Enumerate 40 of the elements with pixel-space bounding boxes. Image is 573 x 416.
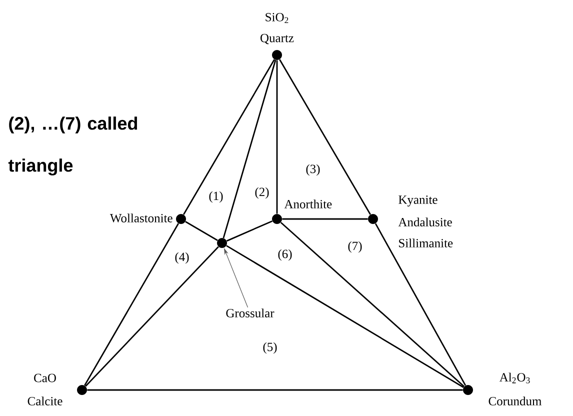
tie-line <box>276 60 278 214</box>
phase-label: Corundum <box>488 396 542 406</box>
tie-line <box>226 220 273 242</box>
phase-label: CaO <box>34 374 56 382</box>
region-number: (2) <box>255 187 269 199</box>
phase-label: SiO$_{2}$ <box>266 12 288 24</box>
region-number: (5) <box>263 342 277 354</box>
phase-point <box>77 385 87 395</box>
region-number: (7) <box>348 241 362 253</box>
phase-label: Calcite <box>28 396 62 406</box>
phase-label: Al$_{2}$O$_{3}$ <box>500 372 530 384</box>
phase-label: Anorthite <box>284 200 332 208</box>
phase-point <box>217 238 227 248</box>
region-number: (4) <box>175 252 189 264</box>
phase-label: Wollastonite <box>110 214 172 222</box>
phase-label: Quartz <box>260 34 294 44</box>
region-number: (6) <box>278 249 292 261</box>
phase-label: Andalusite <box>398 218 452 226</box>
tie-line <box>185 221 218 241</box>
mineral-label: Grossular <box>226 308 274 318</box>
tie-line <box>87 389 463 391</box>
phase-point <box>463 385 473 395</box>
tie-line <box>183 59 275 215</box>
phase-label: Kyanite <box>398 196 438 206</box>
phase-point <box>176 214 186 224</box>
phase-label: Sillimanite <box>399 238 453 248</box>
note-text: (2), …(7) called triangle <box>8 116 138 176</box>
phase-point <box>272 50 282 60</box>
tie-line <box>279 59 371 215</box>
tie-line <box>222 60 276 238</box>
phase-point <box>368 214 378 224</box>
tie-line <box>280 222 465 388</box>
region-number: (1) <box>209 191 223 203</box>
tie-line <box>374 223 466 386</box>
tie-line <box>85 246 219 387</box>
region-number: (3) <box>306 164 320 176</box>
tie-line <box>282 218 368 220</box>
phase-point <box>272 214 282 224</box>
tie-line <box>84 223 179 386</box>
tie-line <box>226 245 464 388</box>
